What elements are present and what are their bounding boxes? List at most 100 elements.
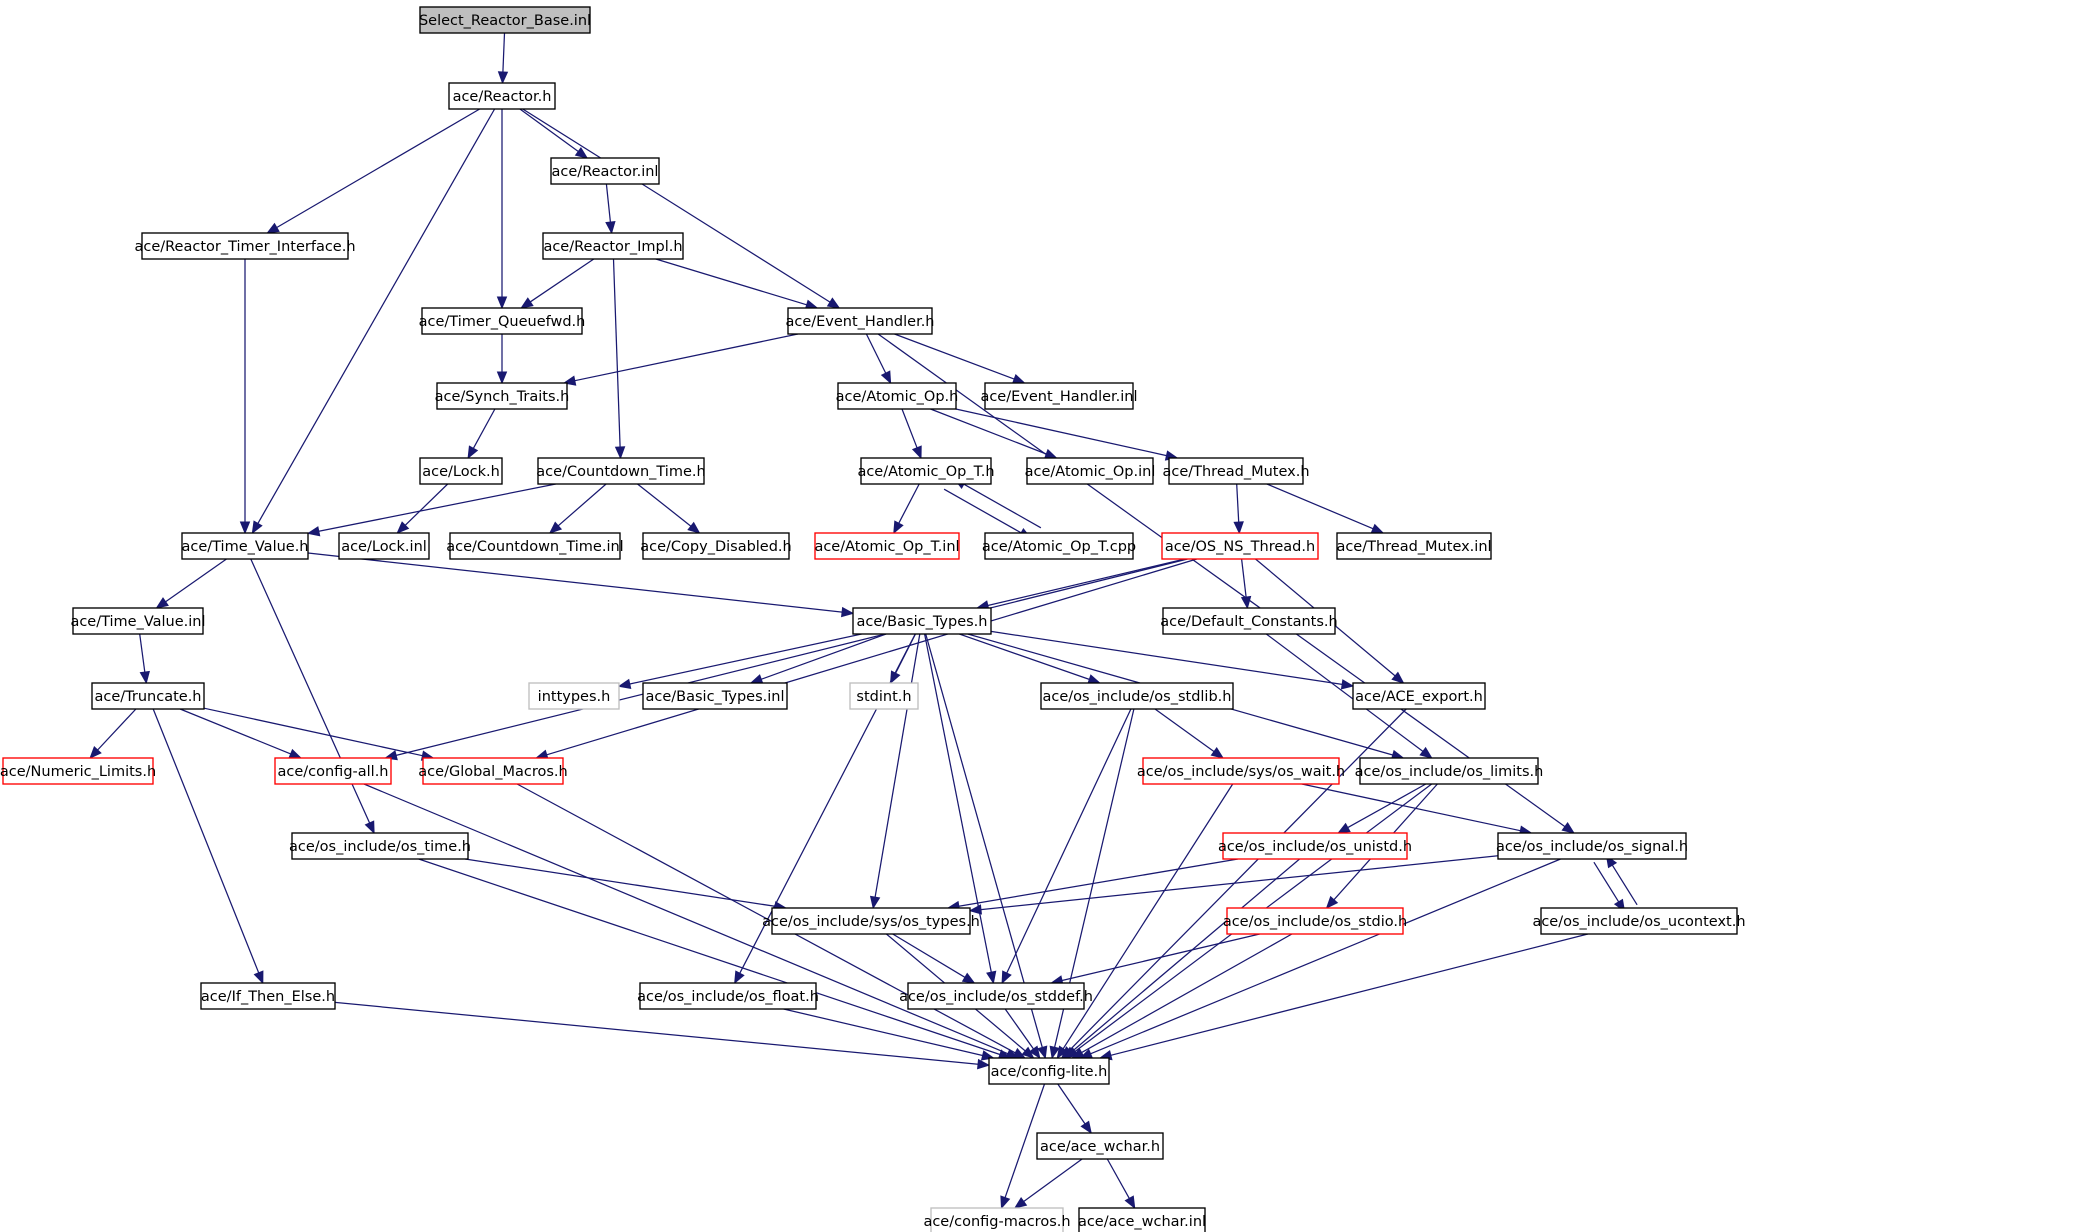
node-box[interactable] bbox=[1359, 757, 1539, 785]
node-atomic-op-inl[interactable]: ace/Atomic_Op.inl bbox=[1025, 457, 1156, 485]
node-default-constants-h[interactable]: ace/Default_Constants.h bbox=[1160, 607, 1338, 635]
node-lock-h[interactable]: ace/Lock.h bbox=[419, 457, 503, 485]
node-atomic-op-t-inl[interactable]: ace/Atomic_Op_T.inl bbox=[814, 532, 960, 560]
node-event-handler-h[interactable]: ace/Event_Handler.h bbox=[785, 307, 935, 335]
node-box[interactable] bbox=[436, 382, 568, 410]
node-box[interactable] bbox=[837, 382, 957, 410]
node-os-stdio-h[interactable]: ace/os_include/os_stdio.h bbox=[1223, 907, 1407, 935]
node-os-limits-h[interactable]: ace/os_include/os_limits.h bbox=[1355, 757, 1544, 785]
node-config-lite-h[interactable]: ace/config-lite.h bbox=[988, 1057, 1110, 1085]
node-box[interactable] bbox=[1336, 532, 1492, 560]
node-box[interactable] bbox=[860, 457, 992, 485]
node-box[interactable] bbox=[984, 532, 1134, 560]
node-box[interactable] bbox=[1162, 607, 1336, 635]
node-box[interactable] bbox=[1226, 907, 1404, 935]
node-thread-mutex-h[interactable]: ace/Thread_Mutex.h bbox=[1162, 457, 1310, 485]
node-ace-export-h[interactable]: ace/ACE_export.h bbox=[1352, 682, 1486, 710]
node-countdown-time-h[interactable]: ace/Countdown_Time.h bbox=[536, 457, 706, 485]
node-os-ucontext-h[interactable]: ace/os_include/os_ucontext.h bbox=[1532, 907, 1746, 935]
node-box[interactable] bbox=[542, 232, 684, 260]
node-box[interactable] bbox=[984, 382, 1134, 410]
node-box[interactable] bbox=[1078, 1207, 1206, 1232]
node-box[interactable] bbox=[814, 532, 960, 560]
node-global-macros-h[interactable]: ace/Global_Macros.h bbox=[418, 757, 568, 785]
node-if-then-else-h[interactable]: ace/If_Then_Else.h bbox=[200, 982, 336, 1010]
node-box[interactable] bbox=[2, 757, 154, 785]
node-lock-inl[interactable]: ace/Lock.inl bbox=[338, 532, 430, 560]
node-select-reactor-base-inl[interactable]: Select_Reactor_Base.inl bbox=[419, 6, 591, 34]
node-os-types-h[interactable]: ace/os_include/sys/os_types.h bbox=[762, 907, 980, 935]
node-box[interactable] bbox=[537, 457, 705, 485]
node-box[interactable] bbox=[449, 532, 621, 560]
node-time-value-inl[interactable]: ace/Time_Value.inl bbox=[70, 607, 206, 635]
node-time-value-h[interactable]: ace/Time_Value.h bbox=[181, 532, 309, 560]
node-box[interactable] bbox=[419, 6, 591, 34]
node-box[interactable] bbox=[907, 982, 1085, 1010]
node-os-unistd-h[interactable]: ace/os_include/os_unistd.h bbox=[1218, 832, 1412, 860]
node-box[interactable] bbox=[930, 1207, 1064, 1232]
node-box[interactable] bbox=[419, 457, 503, 485]
node-ace-wchar-inl[interactable]: ace/ace_wchar.inl bbox=[1078, 1207, 1206, 1232]
node-ace-wchar-h[interactable]: ace/ace_wchar.h bbox=[1036, 1132, 1164, 1160]
node-box[interactable] bbox=[181, 532, 309, 560]
node-box[interactable] bbox=[274, 757, 392, 785]
node-atomic-op-h[interactable]: ace/Atomic_Op.h bbox=[836, 382, 959, 410]
node-box[interactable] bbox=[1168, 457, 1304, 485]
node-synch-traits-h[interactable]: ace/Synch_Traits.h bbox=[435, 382, 570, 410]
node-os-signal-h[interactable]: ace/os_include/os_signal.h bbox=[1496, 832, 1688, 860]
node-box[interactable] bbox=[639, 982, 817, 1010]
node-atomic-op-t-h[interactable]: ace/Atomic_Op_T.h bbox=[857, 457, 995, 485]
node-stdint-h[interactable]: stdint.h bbox=[849, 682, 919, 710]
node-box[interactable] bbox=[550, 157, 660, 185]
node-box[interactable] bbox=[642, 682, 788, 710]
node-box[interactable] bbox=[852, 607, 992, 635]
node-box[interactable] bbox=[200, 982, 336, 1010]
node-box[interactable] bbox=[72, 607, 204, 635]
node-reactor-impl-h[interactable]: ace/Reactor_Impl.h bbox=[542, 232, 684, 260]
node-timer-queuefwd-h[interactable]: ace/Timer_Queuefwd.h bbox=[419, 307, 586, 335]
node-atomic-op-t-cpp[interactable]: ace/Atomic_Op_T.cpp bbox=[982, 532, 1136, 560]
node-basic-types-h[interactable]: ace/Basic_Types.h bbox=[852, 607, 992, 635]
node-truncate-h[interactable]: ace/Truncate.h bbox=[91, 682, 205, 710]
node-box[interactable] bbox=[528, 682, 620, 710]
node-reactor-timer-interface-h[interactable]: ace/Reactor_Timer_Interface.h bbox=[134, 232, 356, 260]
node-os-float-h[interactable]: ace/os_include/os_float.h bbox=[637, 982, 819, 1010]
node-countdown-time-inl[interactable]: ace/Countdown_Time.inl bbox=[446, 532, 624, 560]
node-box[interactable] bbox=[849, 682, 919, 710]
node-reactor-h[interactable]: ace/Reactor.h bbox=[448, 82, 556, 110]
node-box[interactable] bbox=[91, 682, 205, 710]
node-basic-types-inl[interactable]: ace/Basic_Types.inl bbox=[642, 682, 788, 710]
node-box[interactable] bbox=[1540, 907, 1738, 935]
node-box[interactable] bbox=[1026, 457, 1154, 485]
node-box[interactable] bbox=[787, 307, 933, 335]
node-os-wait-h[interactable]: ace/os_include/sys/os_wait.h bbox=[1137, 757, 1345, 785]
node-reactor-inl[interactable]: ace/Reactor.inl bbox=[550, 157, 660, 185]
node-box[interactable] bbox=[1161, 532, 1319, 560]
node-os-stddef-h[interactable]: ace/os_include/os_stddef.h bbox=[899, 982, 1093, 1010]
node-box[interactable] bbox=[421, 307, 583, 335]
node-box[interactable] bbox=[1036, 1132, 1164, 1160]
node-box[interactable] bbox=[1222, 832, 1408, 860]
node-box[interactable] bbox=[1352, 682, 1486, 710]
node-os-ns-thread-h[interactable]: ace/OS_NS_Thread.h bbox=[1161, 532, 1319, 560]
node-box[interactable] bbox=[141, 232, 349, 260]
node-thread-mutex-inl[interactable]: ace/Thread_Mutex.inl bbox=[1336, 532, 1492, 560]
node-numeric-limits-h[interactable]: ace/Numeric_Limits.h bbox=[0, 757, 156, 785]
node-copy-disabled-h[interactable]: ace/Copy_Disabled.h bbox=[640, 532, 792, 560]
node-os-stdlib-h[interactable]: ace/os_include/os_stdlib.h bbox=[1040, 682, 1234, 710]
node-config-macros-h[interactable]: ace/config-macros.h bbox=[923, 1207, 1071, 1232]
node-box[interactable] bbox=[1040, 682, 1234, 710]
node-inttypes-h[interactable]: inttypes.h bbox=[528, 682, 620, 710]
node-config-all-h[interactable]: ace/config-all.h bbox=[274, 757, 392, 785]
node-box[interactable] bbox=[1497, 832, 1687, 860]
node-box[interactable] bbox=[291, 832, 469, 860]
node-box[interactable] bbox=[422, 757, 564, 785]
node-box[interactable] bbox=[1142, 757, 1340, 785]
node-box[interactable] bbox=[642, 532, 790, 560]
node-box[interactable] bbox=[771, 907, 971, 935]
node-os-time-h[interactable]: ace/os_include/os_time.h bbox=[289, 832, 471, 860]
node-box[interactable] bbox=[988, 1057, 1110, 1085]
node-box[interactable] bbox=[448, 82, 556, 110]
node-box[interactable] bbox=[338, 532, 430, 560]
node-event-handler-inl[interactable]: ace/Event_Handler.inl bbox=[980, 382, 1138, 410]
